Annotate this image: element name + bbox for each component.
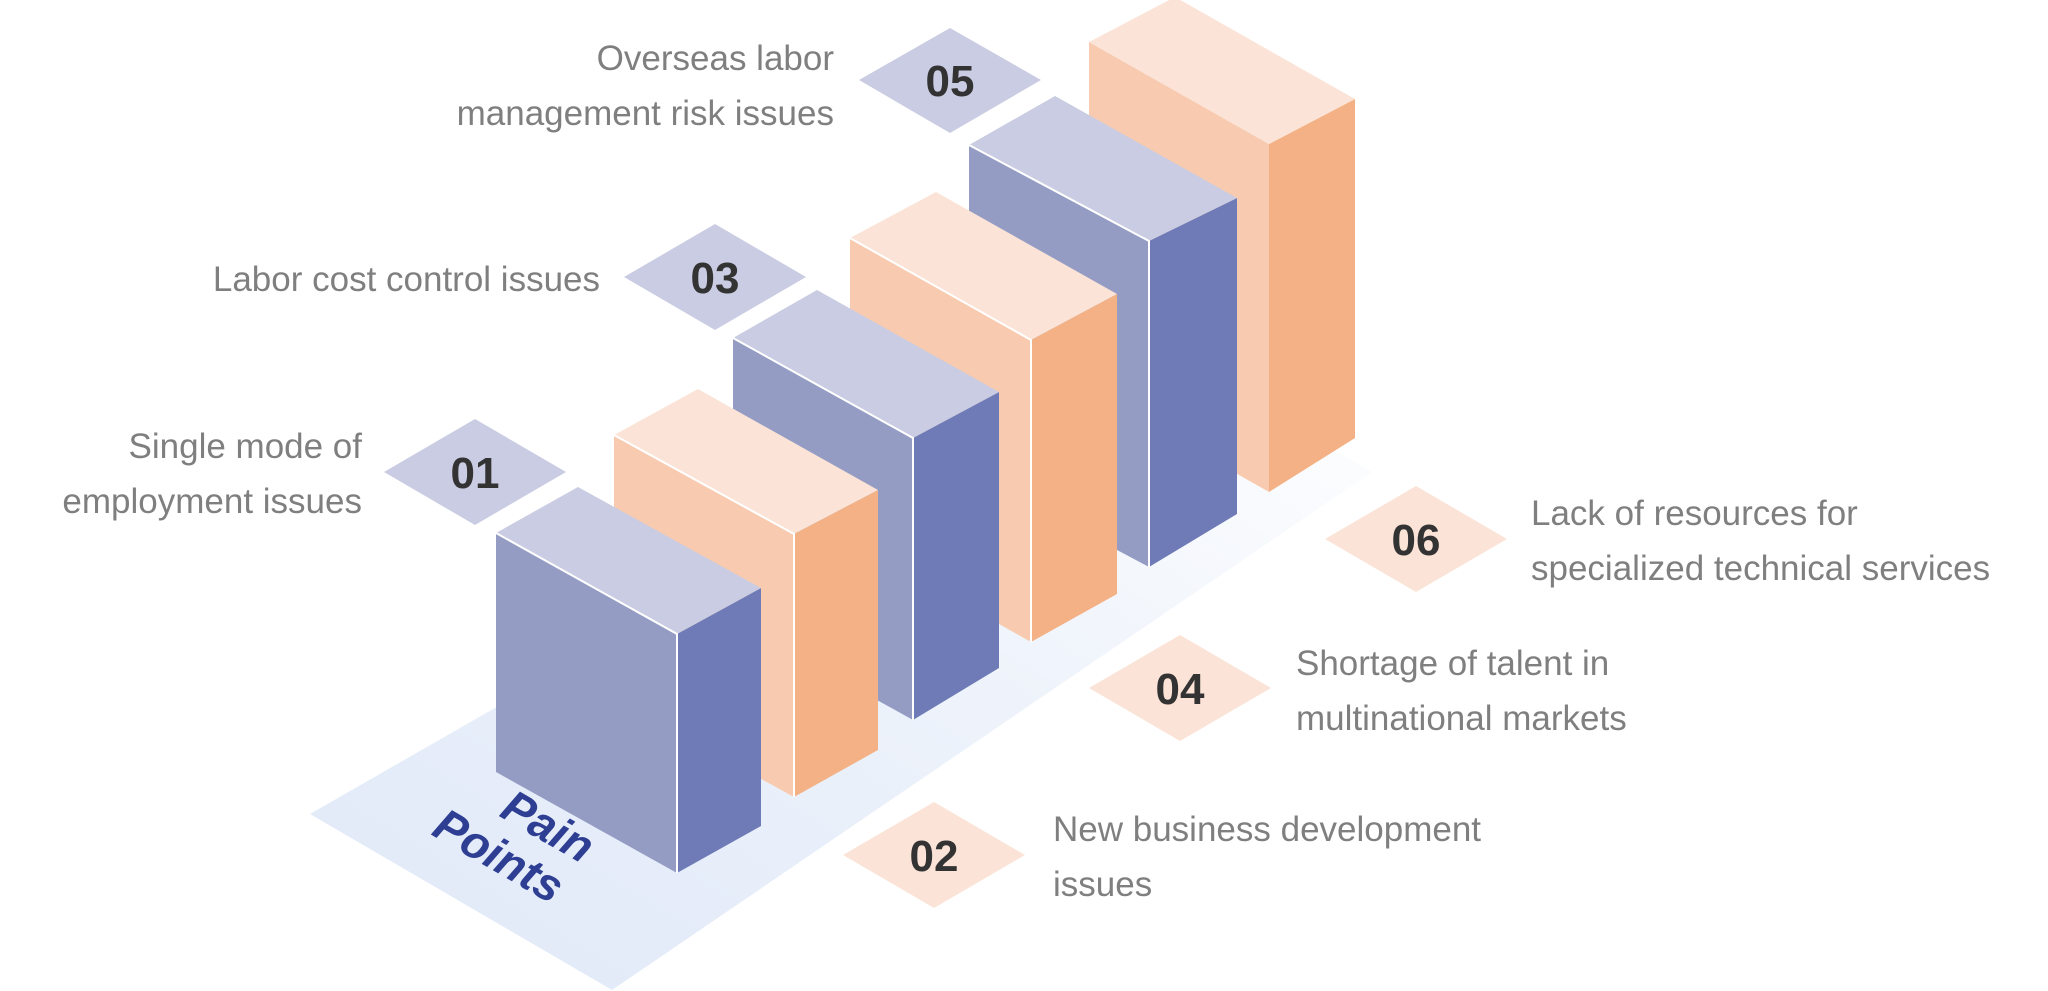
label-03-line-1: Labor cost control issues (212, 260, 600, 299)
block-05-edge (968, 144, 1150, 567)
badge-01-diamond (384, 419, 566, 525)
label-03: Labor cost control issues (213, 252, 600, 307)
block-01-front (496, 533, 677, 873)
block-02-edge (613, 434, 795, 797)
badge-03: 03 (624, 224, 806, 330)
badge-01-number: 01 (451, 449, 500, 498)
label-05-line-2: management risk issues (456, 94, 834, 133)
label-06-line-2: specialized technical services (1531, 549, 1991, 588)
label-02: New business development issues (1053, 802, 1481, 912)
badge-05-number: 05 (926, 57, 975, 106)
label-04: Shortage of talent in multinational mark… (1296, 636, 1627, 746)
block-04-top (850, 192, 1117, 340)
block-02-side (794, 490, 878, 797)
label-06: Lack of resources for specialized techni… (1531, 486, 1990, 596)
badge-03-diamond (624, 224, 806, 330)
block-01-edge (495, 532, 678, 873)
badge-02-number: 02 (910, 832, 959, 881)
label-04-line-1: Shortage of talent in (1296, 644, 1610, 683)
label-02-line-2: issues (1053, 865, 1153, 904)
badge-06: 06 (1325, 486, 1507, 592)
label-01: Single mode of employment issues (62, 419, 362, 529)
badge-03-number: 03 (691, 254, 740, 303)
badge-05-diamond (859, 28, 1041, 133)
block-05-side (1149, 198, 1237, 567)
label-01-line-2: employment issues (62, 482, 362, 521)
block-02-top (614, 389, 878, 534)
block-01 (495, 487, 761, 873)
label-01-line-1: Single mode of (128, 427, 362, 466)
block-03-side (913, 392, 999, 720)
block-01-side (677, 588, 761, 873)
badge-05: 05 (859, 28, 1041, 133)
badge-02: 02 (843, 802, 1025, 908)
badge-02-diamond (843, 802, 1025, 908)
block-04-side (1031, 294, 1117, 642)
label-04-line-2: multinational markets (1296, 699, 1627, 738)
badge-01: 01 (384, 419, 566, 525)
block-04-edge (849, 237, 1032, 642)
label-06-line-1: Lack of resources for (1531, 494, 1858, 533)
badge-04-number: 04 (1156, 665, 1205, 714)
badge-06-number: 06 (1392, 516, 1441, 565)
block-05-top (969, 96, 1237, 241)
label-05-line-1: Overseas labor (596, 39, 834, 78)
block-01-top (496, 487, 761, 634)
badge-04: 04 (1089, 635, 1271, 741)
label-05: Overseas labor management risk issues (457, 31, 834, 141)
label-02-line-1: New business development (1053, 810, 1482, 849)
block-03-top (733, 290, 999, 438)
block-06-side (1269, 99, 1355, 492)
badge-06-diamond (1325, 486, 1507, 592)
badge-04-diamond (1089, 635, 1271, 741)
block-06-top (1089, 0, 1355, 144)
block-03-edge (732, 337, 914, 720)
